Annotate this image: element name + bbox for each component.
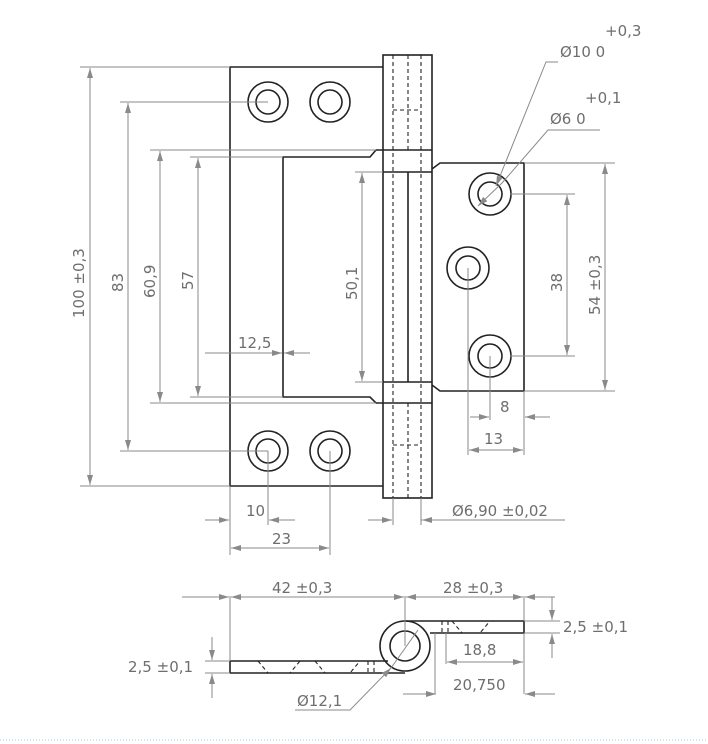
total-height-label: 100 ±0,3 (70, 248, 88, 318)
hole6-tolerance: +0,1 (585, 89, 621, 107)
screw-holes (247, 81, 512, 472)
left-leaf-width-label: 42 ±0,3 (272, 579, 332, 597)
right-leaf-outline (431, 162, 525, 392)
dimensions-front: +0,3 Ø10 0 +0,1 Ø6 0 100 ±0,3 83 60,9 57… (70, 22, 641, 555)
cutout-outer-label: 60,9 (141, 265, 159, 298)
right-inner-width-label: 18,8 (463, 641, 496, 659)
hole-spacing-left-label: 83 (109, 273, 127, 292)
hole6-diameter: Ø6 0 (550, 110, 586, 128)
right-hole-offset-8: 8 (500, 398, 510, 416)
hole-spacing-right-label: 38 (548, 273, 566, 292)
left-leaf-outline (229, 66, 383, 487)
knuckle-middle-label: 50,1 (343, 267, 361, 300)
cutout-inner-label: 57 (179, 271, 197, 290)
hole10-tolerance: +0,3 (605, 22, 641, 40)
thickness-left-label: 2,5 ±0,1 (128, 658, 193, 676)
left-hole-offset-10: 10 (246, 502, 265, 520)
pin-hidden-lines (392, 55, 422, 498)
left-hole-offset-23: 23 (272, 530, 291, 548)
hole10-diameter: Ø10 0 (560, 43, 605, 61)
knuckle-segments (383, 149, 432, 404)
cutout-depth-label: 12,5 (238, 334, 271, 352)
pin-diameter-label: Ø6,90 ±0,02 (452, 502, 548, 520)
right-outer-width-label: 20,750 (453, 676, 506, 694)
thickness-right-label: 2,5 ±0,1 (563, 618, 628, 636)
knuckle-diameter-label: Ø12,1 (297, 692, 342, 710)
dimensions-side: 42 ±0,3 28 ±0,3 2,5 ±0,1 2,5 ±0,1 18,8 2… (128, 579, 628, 711)
right-leaf-height-label: 54 ±0,3 (586, 255, 604, 315)
right-leaf-width-label: 28 ±0,3 (443, 579, 503, 597)
right-hole-offset-13: 13 (484, 430, 503, 448)
front-view (229, 54, 525, 499)
